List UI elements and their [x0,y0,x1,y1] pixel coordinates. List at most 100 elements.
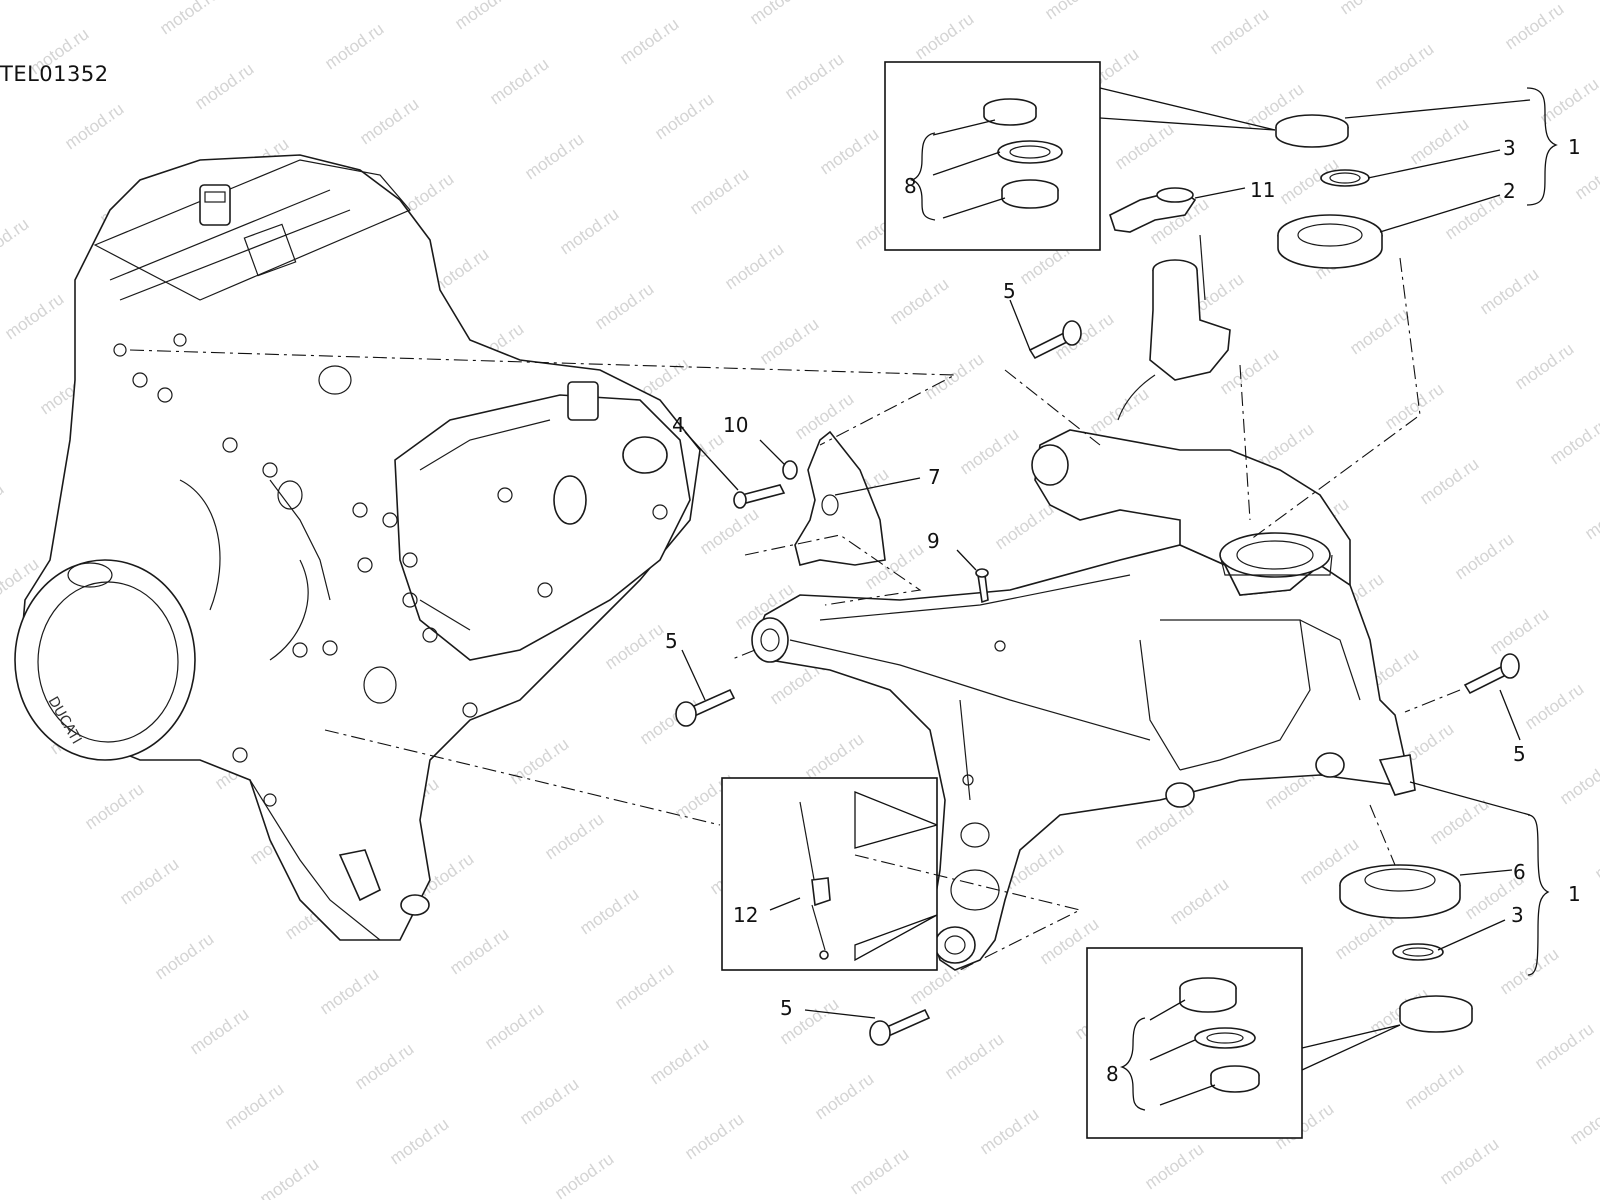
watermark-text: motod.ru [811,1069,877,1123]
watermark-text: motod.ru [351,1039,417,1093]
callout-labels: 1 1 2 3 3 4 5 5 5 5 6 7 8 8 9 10 11 12 [665,135,1581,1086]
watermark-text: motod.ru [321,19,387,73]
watermark-text: motod.ru [941,1029,1007,1083]
bolts [675,320,1520,1046]
watermark-text: motod.ru [1581,489,1600,543]
callout-5-left: 5 [665,629,678,653]
callout-8-top: 8 [904,174,917,198]
watermark-text: motod.ru [1381,379,1447,433]
watermark-text: motod.ru [116,854,182,908]
callout-2: 2 [1503,179,1516,203]
watermark-text: motod.ru [151,929,217,983]
watermark-text: motod.ru [1511,339,1577,393]
watermark-text: motod.ru [186,1004,252,1058]
watermark-text: motod.ru [611,959,677,1013]
watermark-text: motod.ru [356,94,422,148]
watermark-text: motod.ru [1436,1134,1502,1188]
watermark-text: motod.ru [1336,0,1402,18]
watermark-text: motod.ru [1536,74,1600,128]
leader-lines [681,99,1531,1019]
inset-box-clip [721,777,938,971]
lower-bearing-stack [1339,864,1473,1033]
watermark-text: motod.ru [651,89,717,143]
watermark-text: motod.ru [681,1109,747,1163]
callout-11: 11 [1250,178,1275,202]
watermark-text: motod.ru [686,164,752,218]
watermark-text: motod.ru [1086,384,1152,438]
watermark-text: motod.ru [556,204,622,258]
watermark-text: motod.ru [486,54,552,108]
callout-8-bottom: 8 [1106,1062,1119,1086]
callout-3-top: 3 [1503,136,1516,160]
brace-bottom [1527,814,1550,976]
watermark-text: motod.ru [1546,414,1600,468]
watermark-text: motod.ru [1451,529,1517,583]
watermark-text: motod.ru [1206,4,1272,58]
watermark-text: motod.ru [1441,189,1507,243]
watermark-text: motod.ru [1346,304,1412,358]
watermark-text: motod.ru [591,279,657,333]
steering-lock-assembly [1109,187,1231,421]
watermark-text: motod.ru [1476,264,1542,318]
callout-6: 6 [1513,860,1526,884]
watermark-text: motod.ru [921,349,987,403]
watermark-text: motod.ru [801,729,867,783]
brace-top [1526,87,1558,206]
watermark-text: motod.ru [1131,799,1197,853]
watermark-text: motod.ru [156,0,222,38]
watermark-text: motod.ru [756,314,822,368]
alignment-lines [129,257,1461,971]
inset-box-top [884,61,1276,251]
watermark-text: motod.ru [816,124,882,178]
watermark-text: motod.ru [541,809,607,863]
watermark-text: motod.ru [221,1079,287,1133]
watermark-text: motod.ru [61,99,127,153]
watermark-text: motod.ru [646,1034,712,1088]
diagram-code: TEL01352 [0,62,109,86]
watermark-text: motod.ru [956,424,1022,478]
callout-10: 10 [723,413,748,437]
watermark-text: motod.ru [991,499,1057,553]
watermark-text: motod.ru [721,239,787,293]
callout-5-bottom: 5 [780,996,793,1020]
watermark-text: motod.ru [576,884,642,938]
watermark-text: motod.ru [886,274,952,328]
watermark-text: motod.ru [1486,604,1552,658]
watermark-text: motod.ru [1496,944,1562,998]
watermark-text: motod.ru [0,0,57,3]
watermark-text: motod.ru [0,479,7,533]
upper-bearing-stack [1275,114,1383,269]
callout-5-right: 5 [1513,742,1526,766]
watermark-text: motod.ru [1501,0,1567,53]
watermark-text: motod.ru [81,779,147,833]
watermark-text: motod.ru [256,1154,322,1200]
watermark-text: motod.ru [1,289,67,343]
watermark-text: motod.ru [1166,874,1232,928]
watermark-text: motod.ru [551,1149,617,1200]
callout-1-bottom: 1 [1568,882,1581,906]
callout-12: 12 [733,903,758,927]
watermark-text: motod.ru [506,734,572,788]
bracket-part-7 [794,430,886,566]
watermark-text: motod.ru [746,0,812,28]
watermark-text: motod.ru [386,1114,452,1168]
watermark-text: motod.ru [1566,1094,1600,1148]
watermark-text: motod.ru [446,924,512,978]
watermark-text: motod.ru [1406,114,1472,168]
watermark-text: motod.ru [846,1144,912,1198]
watermark-text: motod.ru [1401,1059,1467,1113]
watermark-text: motod.ru [1521,679,1587,733]
callout-4: 4 [672,413,685,437]
callout-7: 7 [928,465,941,489]
watermark-text: motod.ru [1556,754,1600,808]
watermark-text: motod.ru [316,964,382,1018]
callout-1-top: 1 [1568,135,1581,159]
engine-bolts [113,333,668,807]
engine-assembly: DUCATI [14,154,701,941]
watermark-text: motod.ru [451,0,517,33]
watermark-text: motod.ru [1371,39,1437,93]
watermark-text: motod.ru [521,129,587,183]
watermark-text: motod.ru [1416,454,1482,508]
watermark-text: motod.ru [0,214,32,268]
